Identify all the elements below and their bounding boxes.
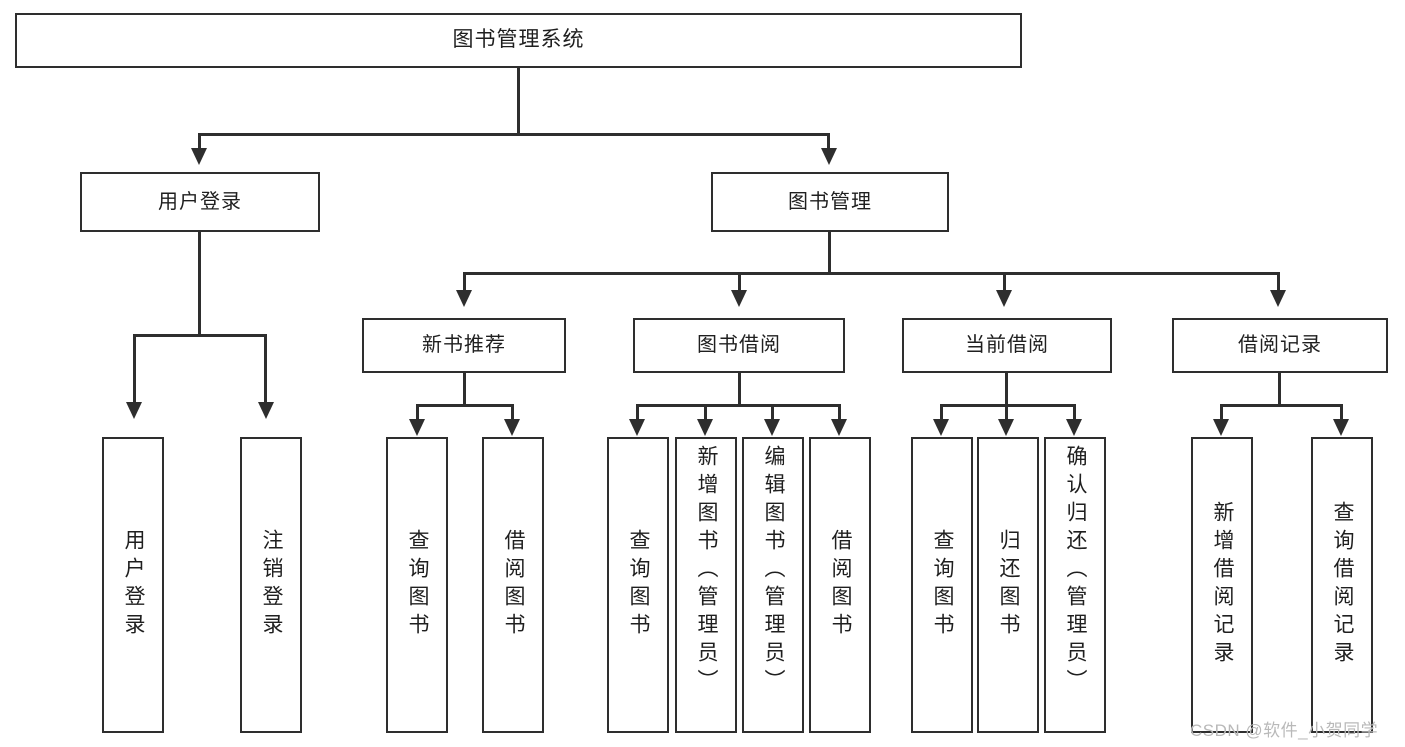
node-book-borrow[interactable]: 图书借阅 — [633, 318, 845, 373]
leaf-user-login[interactable]: 用户登录 — [102, 437, 164, 733]
arrow-to-leaf-query-book-3 — [933, 419, 949, 436]
node-label: 图书管理 — [788, 190, 872, 213]
connector-bb-drop-4 — [838, 404, 841, 420]
node-user-login[interactable]: 用户登录 — [80, 172, 320, 232]
leaf-borrow-book-1[interactable]: 借阅图书 — [482, 437, 544, 733]
arrow-to-leaf-borrow-book-2 — [831, 419, 847, 436]
node-label: 编辑图书（管理员） — [762, 445, 786, 697]
node-label: 查询借阅记录 — [1331, 501, 1355, 669]
node-root-system[interactable]: 图书管理系统 — [15, 13, 1022, 68]
node-label: 归还图书 — [997, 529, 1021, 641]
node-label: 查询图书 — [931, 529, 955, 641]
connector-bb-drop-1 — [636, 404, 639, 420]
connector-root-bus — [198, 133, 830, 136]
connector-cb-drop-2 — [1005, 404, 1008, 420]
connector-cb-stem — [1005, 373, 1008, 407]
connector-cb-bus — [940, 404, 1076, 407]
connector-bb-bus — [636, 404, 841, 407]
connector-nbr-stem — [463, 373, 466, 407]
arrow-to-user-login — [191, 148, 207, 165]
connector-bm-drop-1 — [463, 272, 466, 292]
node-label: 借阅图书 — [502, 529, 526, 641]
connector-nbr-drop-2 — [511, 404, 514, 420]
connector-book-management-stem — [828, 232, 831, 274]
connector-bb-drop-2 — [704, 404, 707, 420]
leaf-query-book-1[interactable]: 查询图书 — [386, 437, 448, 733]
arrow-to-leaf-query-record — [1333, 419, 1349, 436]
node-label: 用户登录 — [122, 529, 146, 641]
connector-cb-drop-3 — [1073, 404, 1076, 420]
node-label: 新增借阅记录 — [1211, 501, 1235, 669]
node-label: 借阅图书 — [829, 529, 853, 641]
connector-root-drop-left — [198, 133, 201, 150]
arrow-to-leaf-user-login — [126, 402, 142, 419]
leaf-query-book-2[interactable]: 查询图书 — [607, 437, 669, 733]
connector-cb-drop-1 — [940, 404, 943, 420]
arrow-to-current-borrow — [996, 290, 1012, 307]
connector-br-drop-2 — [1340, 404, 1343, 420]
leaf-add-record[interactable]: 新增借阅记录 — [1191, 437, 1253, 733]
connector-bb-stem — [738, 373, 741, 407]
arrow-to-new-book-recommend — [456, 290, 472, 307]
node-label: 新书推荐 — [422, 334, 506, 356]
connector-root-stem — [517, 68, 520, 135]
connector-br-bus — [1220, 404, 1343, 407]
arrow-to-leaf-add-book — [697, 419, 713, 436]
leaf-add-book[interactable]: 新增图书（管理员） — [675, 437, 737, 733]
leaf-borrow-book-2[interactable]: 借阅图书 — [809, 437, 871, 733]
connector-br-stem — [1278, 373, 1281, 407]
node-label: 图书借阅 — [697, 334, 781, 356]
node-book-management[interactable]: 图书管理 — [711, 172, 949, 232]
connector-root-drop-right — [827, 133, 830, 150]
node-new-book-recommend[interactable]: 新书推荐 — [362, 318, 566, 373]
arrow-to-leaf-query-book-2 — [629, 419, 645, 436]
connector-user-login-bus — [133, 334, 267, 337]
node-label: 注销登录 — [260, 529, 284, 641]
arrow-to-leaf-logout — [258, 402, 274, 419]
arrow-to-leaf-confirm-return — [1066, 419, 1082, 436]
arrow-to-book-management — [821, 148, 837, 165]
connector-bm-drop-2 — [738, 272, 741, 292]
node-label: 当前借阅 — [965, 334, 1049, 356]
arrow-to-book-borrow — [731, 290, 747, 307]
leaf-logout[interactable]: 注销登录 — [240, 437, 302, 733]
arrow-to-leaf-add-record — [1213, 419, 1229, 436]
arrow-to-leaf-query-book-1 — [409, 419, 425, 436]
node-label: 查询图书 — [406, 529, 430, 641]
connector-book-management-bus — [463, 272, 1280, 275]
connector-user-login-drop-1 — [133, 334, 136, 404]
arrow-to-leaf-borrow-book-1 — [504, 419, 520, 436]
leaf-query-record[interactable]: 查询借阅记录 — [1311, 437, 1373, 733]
arrow-to-leaf-edit-book — [764, 419, 780, 436]
arrow-to-borrow-record — [1270, 290, 1286, 307]
node-current-borrow[interactable]: 当前借阅 — [902, 318, 1112, 373]
node-label: 图书管理系统 — [452, 28, 585, 52]
arrow-to-leaf-return-book — [998, 419, 1014, 436]
connector-bm-drop-4 — [1277, 272, 1280, 292]
connector-br-drop-1 — [1220, 404, 1223, 420]
node-label: 借阅记录 — [1238, 334, 1322, 356]
connector-user-login-drop-2 — [264, 334, 267, 404]
leaf-return-book[interactable]: 归还图书 — [977, 437, 1039, 733]
node-label: 确认归还（管理员） — [1064, 445, 1088, 697]
node-borrow-record[interactable]: 借阅记录 — [1172, 318, 1388, 373]
node-label: 查询图书 — [627, 529, 651, 641]
connector-bm-drop-3 — [1003, 272, 1006, 292]
connector-nbr-drop-1 — [416, 404, 419, 420]
leaf-edit-book[interactable]: 编辑图书（管理员） — [742, 437, 804, 733]
leaf-query-book-3[interactable]: 查询图书 — [911, 437, 973, 733]
node-label: 用户登录 — [158, 190, 242, 213]
connector-nbr-bus — [416, 404, 514, 407]
node-label: 新增图书（管理员） — [695, 445, 719, 697]
connector-bb-drop-3 — [771, 404, 774, 420]
leaf-confirm-return[interactable]: 确认归还（管理员） — [1044, 437, 1106, 733]
connector-user-login-stem — [198, 232, 201, 336]
